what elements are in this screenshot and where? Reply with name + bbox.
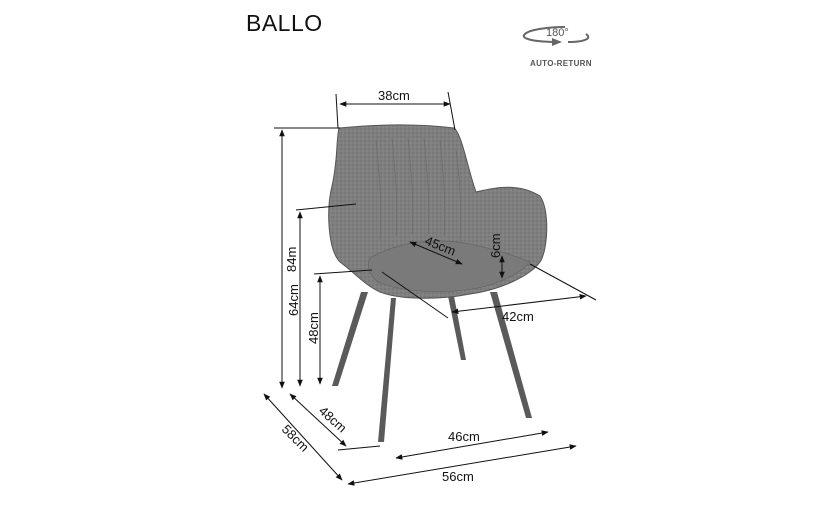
dim-total-width: 56cm <box>347 444 577 486</box>
label-total-depth: 58cm <box>279 422 312 455</box>
label-cushion-thickness: 6cm <box>488 233 503 258</box>
rotation-label: AUTO-RETURN <box>530 59 592 68</box>
dim-armrest-height: 64cm <box>286 203 357 387</box>
dim-base-width: 46cm <box>337 429 549 460</box>
rotate-arrow-icon <box>522 26 590 46</box>
dim-seat-width: 42cm <box>381 263 597 324</box>
dim-seat-height: 48cm <box>306 269 373 385</box>
chair-illustration <box>328 124 548 442</box>
label-seat-height: 48cm <box>306 312 321 344</box>
label-seat-back-width: 38cm <box>378 88 410 103</box>
back-stitching <box>375 137 462 241</box>
label-base-depth: 48cm <box>316 403 350 435</box>
seat-cushion <box>368 240 531 292</box>
label-total-height: 84m <box>284 247 299 272</box>
label-total-width: 56cm <box>442 469 474 484</box>
product-title: BALLO <box>246 10 323 36</box>
chair-leg <box>332 292 368 386</box>
chair-leg <box>378 298 396 442</box>
label-base-width: 46cm <box>448 429 480 444</box>
label-seat-width: 42cm <box>502 309 534 324</box>
dim-seat-back-width: 38cm <box>335 88 456 131</box>
rotation-degrees: 180° <box>546 27 569 39</box>
rotation-badge: 180° AUTO-RETURN <box>522 26 592 68</box>
dim-total-height: 84m <box>274 127 340 389</box>
label-armrest-height: 64cm <box>286 284 301 316</box>
chair-leg <box>448 296 466 360</box>
dim-cushion-thickness: 6cm <box>488 233 505 279</box>
chair-leg <box>490 292 532 418</box>
